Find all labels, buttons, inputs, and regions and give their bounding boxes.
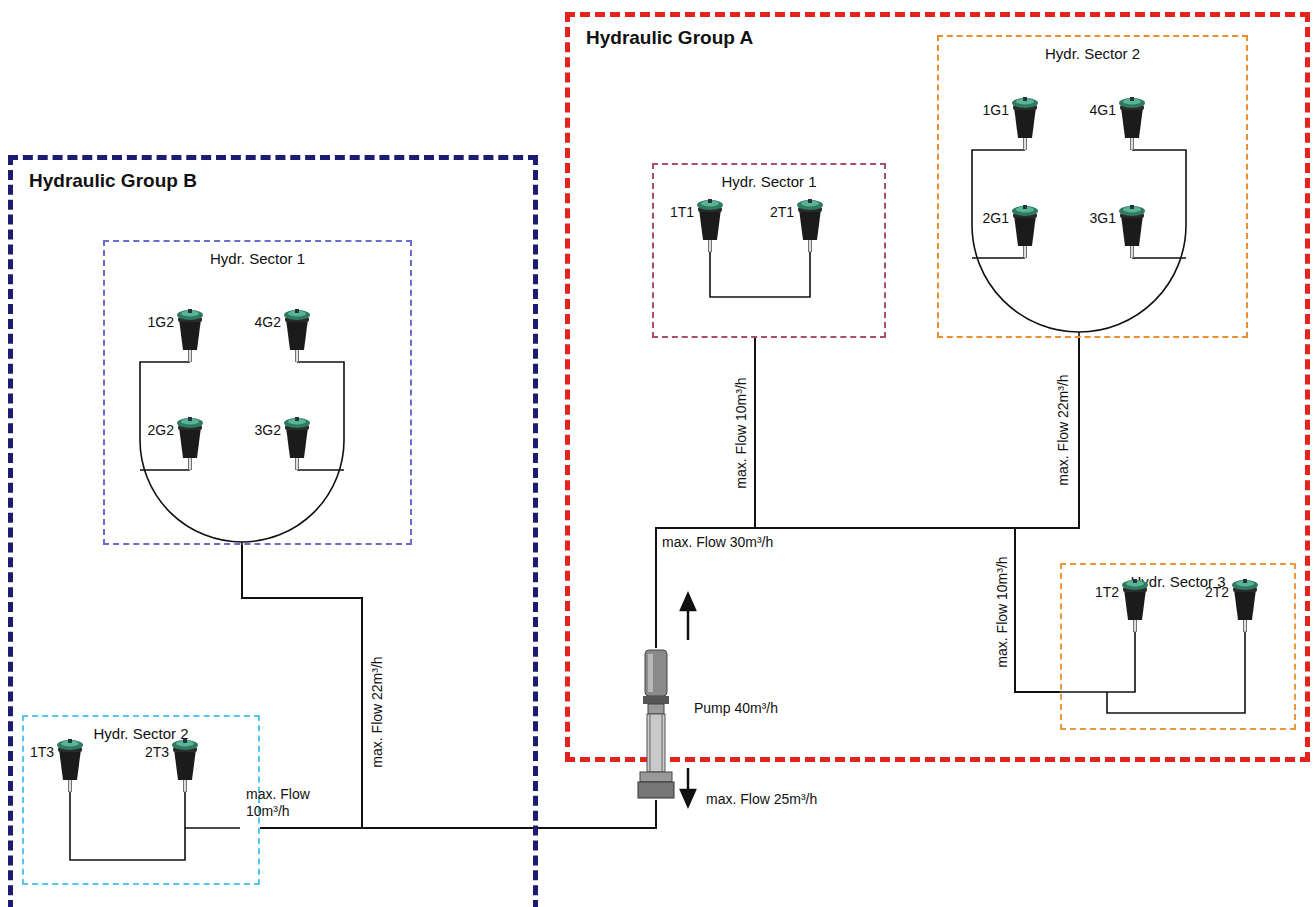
sector-title: Hydr. Sector 2 — [24, 725, 258, 742]
manifold — [710, 252, 810, 297]
pipe — [656, 528, 1060, 692]
hydraulic-group: Hydraulic Group AHydr. Sector 11T12T1Hyd… — [565, 12, 1310, 762]
sprinkler-label: 2G1 — [983, 210, 1009, 226]
sprinkler-label: 2T2 — [1205, 584, 1229, 600]
sprinkler-icon — [175, 416, 205, 470]
sprinkler: 2T1 — [795, 198, 825, 252]
group-title: Hydraulic Group A — [586, 27, 753, 49]
pump: Pump 40m³/h — [636, 648, 676, 800]
sprinkler-icon — [1010, 96, 1040, 150]
flow-arrow — [687, 768, 690, 792]
hydraulic-sector: Hydr. Sector 31T22T2 — [1060, 563, 1296, 730]
flow-label: max. Flow 25m³/h — [706, 791, 817, 808]
sprinkler-label: 1T1 — [670, 204, 694, 220]
manifold — [140, 469, 344, 471]
hydraulic-sector: Hydr. Sector 2 1G1 4G1 2G1 3G1 — [937, 35, 1248, 338]
sprinkler-label: 4G1 — [1090, 102, 1116, 118]
sprinkler-label: 4G2 — [255, 314, 281, 330]
hydraulic-sector: Hydr. Sector 1 1T1 2T1 — [652, 163, 886, 338]
manifold — [140, 362, 344, 542]
sprinkler-icon — [55, 738, 85, 792]
hydraulic-sector: Hydr. Sector 1 1G2 4G2 2G2 3G2 — [103, 240, 412, 545]
sprinkler: 1T1 — [695, 198, 725, 252]
sprinkler: 1G2 — [175, 308, 205, 362]
sprinkler-icon — [1117, 96, 1147, 150]
sprinkler-label: 2T1 — [770, 204, 794, 220]
sprinkler-label: 2G2 — [148, 422, 174, 438]
sprinkler: 1T3 — [55, 738, 85, 792]
sprinkler-icon — [175, 308, 205, 362]
sector-title: Hydr. Sector 1 — [654, 173, 884, 190]
sprinkler-icon — [282, 416, 312, 470]
hydraulic-sector: Hydr. Sector 21T32T3 — [22, 715, 260, 885]
pipe — [260, 800, 656, 828]
sprinkler-label: 1T3 — [30, 744, 54, 760]
flow-arrow — [681, 594, 695, 610]
pump-icon — [636, 648, 676, 800]
pipe — [242, 545, 656, 828]
sprinkler-label: 1G2 — [148, 314, 174, 330]
group-title: Hydraulic Group B — [29, 170, 197, 192]
sprinkler-icon — [1117, 204, 1147, 258]
sprinkler: 4G2 — [282, 308, 312, 362]
pump-label: Pump 40m³/h — [694, 700, 778, 716]
manifold — [972, 257, 1186, 259]
sector-title: Hydr. Sector 1 — [105, 250, 410, 267]
sprinkler-label: 3G2 — [255, 422, 281, 438]
flow-label: max. Flow 10m³/h — [246, 786, 338, 820]
flow-label: max. Flow 22m³/h — [1055, 374, 1072, 485]
manifold — [972, 150, 1186, 332]
sprinkler: 2G2 — [175, 416, 205, 470]
sprinkler: 1T2 — [1120, 578, 1150, 632]
sector-title: Hydr. Sector 2 — [939, 45, 1246, 62]
sprinkler-label: 1T2 — [1095, 584, 1119, 600]
pipe — [656, 338, 755, 648]
sprinkler-icon — [795, 198, 825, 252]
sprinkler: 3G2 — [282, 416, 312, 470]
manifold — [1060, 632, 1245, 713]
sprinkler-label: 1G1 — [983, 102, 1009, 118]
sprinkler: 4G1 — [1117, 96, 1147, 150]
sprinkler-icon — [170, 738, 200, 792]
flow-label: max. Flow 30m³/h — [662, 534, 773, 551]
sprinkler-icon — [695, 198, 725, 252]
sprinkler-icon — [282, 308, 312, 362]
sprinkler: 1G1 — [1010, 96, 1040, 150]
sprinkler: 2T3 — [170, 738, 200, 792]
flow-label: max. Flow 10m³/h — [733, 377, 750, 488]
sprinkler-icon — [1230, 578, 1260, 632]
sprinkler-icon — [1120, 578, 1150, 632]
flow-label: max. Flow 10m³/h — [994, 556, 1011, 667]
sprinkler-label: 2T3 — [145, 744, 169, 760]
manifold — [70, 792, 240, 860]
sprinkler: 2G1 — [1010, 204, 1040, 258]
sprinkler-icon — [1010, 204, 1040, 258]
flow-arrow — [681, 790, 695, 806]
sprinkler-label: 3G1 — [1090, 210, 1116, 226]
flow-arrow — [687, 608, 690, 640]
sprinkler: 3G1 — [1117, 204, 1147, 258]
flow-label: max. Flow 22m³/h — [369, 656, 386, 767]
sprinkler: 2T2 — [1230, 578, 1260, 632]
